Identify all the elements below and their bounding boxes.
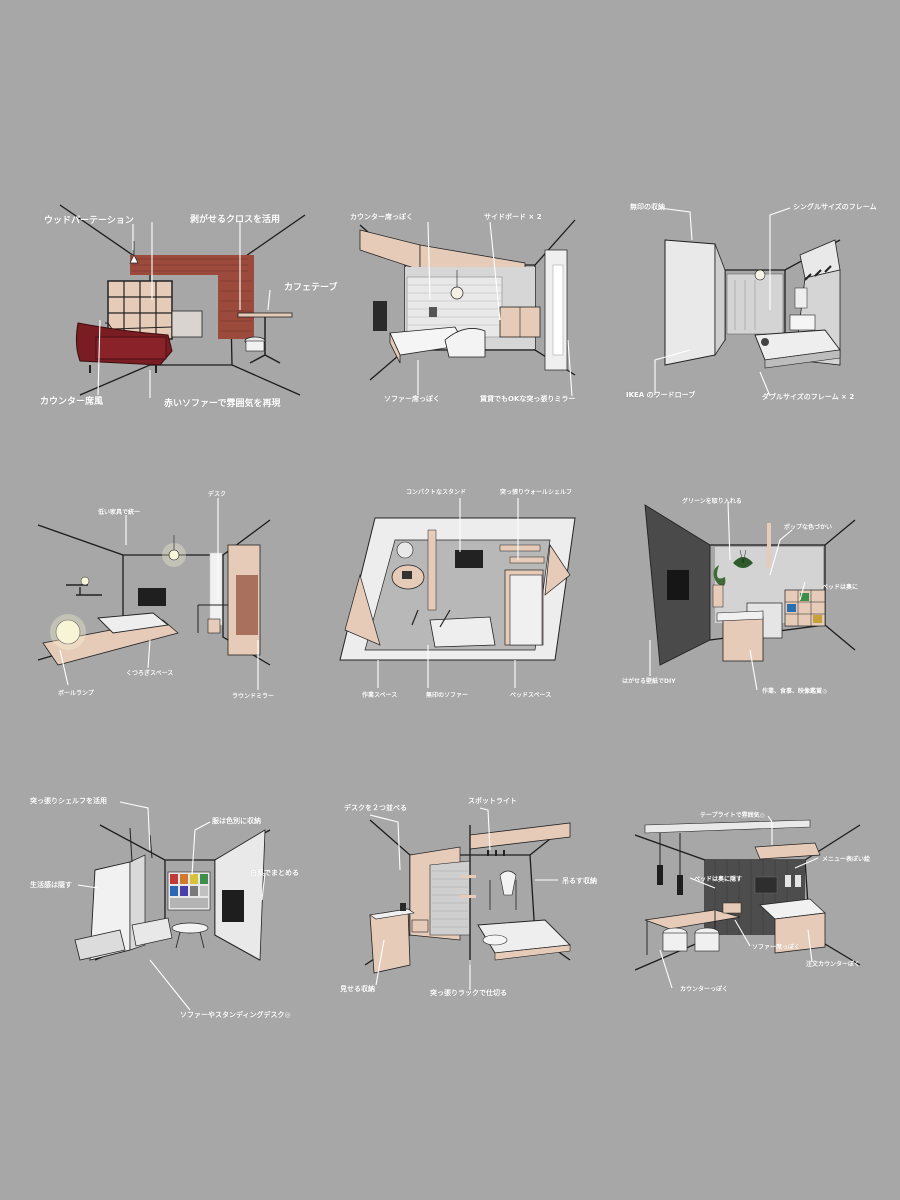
annotation-removable-wallpaper: 剥がせるクロスを活用: [190, 215, 281, 225]
annotation-tension-mirror: 賃貸でもOKな突っ張りミラー: [480, 395, 576, 403]
annotation-counter-seat: カウンター席風: [40, 397, 104, 407]
annotation-relax-space: くつろぎスペース: [126, 670, 174, 677]
annotation-low-furniture: 低い家具で統一: [98, 509, 141, 516]
annotation-rack-divider: 突っ張りラックで仕切る: [430, 989, 507, 997]
annotation-order-counter: 注文カウンターぽく: [806, 961, 861, 968]
annotation-tape-light: テープライトで雰囲気◎: [700, 812, 765, 819]
annotation-muji-storage: 無印の収納: [630, 203, 665, 211]
annotation-desk: デスク: [208, 491, 227, 498]
annotation-muji-sofa: 無印のソファー: [426, 692, 469, 699]
annotation-white-theme: 白系でまとめる: [250, 869, 299, 877]
annotation-menu-art: メニュー表ぽい絵: [822, 856, 871, 863]
annotation-wood-partition: ウッドパーテーション: [44, 216, 134, 226]
room-illustration-two-desks: [364, 819, 571, 974]
annotation-cafe-table: カフェテーブ: [284, 283, 338, 293]
annotation-display-storage: 見せる収納: [340, 985, 375, 993]
room-illustration-counter-sofa: [359, 219, 576, 381]
annotation-use-tension-shelf: 突っ張りシェルフを活用: [30, 797, 107, 805]
annotation-spotlight: スポットライト: [468, 797, 517, 805]
annotation-work-eat-watch: 作業、食事、映像鑑賞◎: [762, 688, 828, 695]
room-illustration-top-down: [339, 517, 576, 661]
annotation-sofa-seat-2: ソファー席っぽく: [752, 944, 801, 951]
annotation-bed-in-back: ベッドは奥に: [822, 584, 859, 591]
room-illustration-cafe: [59, 204, 306, 396]
room-illustration-beds: [664, 239, 841, 369]
annotation-counter-like: カウンター席っぽく: [350, 213, 413, 221]
annotation-round-mirror: ラウンドミラー: [232, 693, 275, 700]
annotation-sideboard: サイドボード × 2: [484, 213, 542, 221]
annotation-double-frame: ダブルサイズのフレーム × 2: [762, 393, 855, 401]
room-illustration-green-pop: [644, 504, 856, 666]
annotation-sofa-seat: ソファー席っぽく: [384, 395, 440, 403]
annotation-bed-space: ベッドスペース: [510, 692, 552, 699]
annotation-counter-like-2: カウンターっぽく: [680, 986, 729, 993]
annotation-hanging-storage: 吊るす収納: [562, 877, 597, 885]
annotation-tension-wall-shelf: 突っ張りウォールシェルフ: [500, 489, 573, 496]
annotation-pop-colors: ポップな色づかい: [784, 524, 833, 531]
room-illustration-cafe-counter: [634, 819, 861, 971]
annotation-two-desks: デスクを２つ並べる: [344, 804, 407, 812]
annotation-work-space: 作業スペース: [362, 692, 398, 699]
annotation-removable-wallpaper-diy: はがせる壁紙でDIY: [622, 678, 676, 685]
room-illustration-tension-shelf: [74, 824, 271, 961]
annotation-include-green: グリーンを取り入れる: [682, 498, 742, 505]
annotation-clothes-by-color: 服は色別に収納: [212, 817, 261, 825]
annotation-hide-bed: ベッドは奥に隠す: [694, 876, 743, 883]
annotation-ball-lamp: ボールランプ: [58, 690, 94, 697]
annotation-red-sofa: 赤いソファーで雰囲気を再現: [164, 399, 281, 409]
annotation-sofa-standing-desk: ソファーやスタンディングデスク◎: [180, 1011, 291, 1019]
annotation-ikea-wardrobe: IKEA のワードローブ: [626, 391, 696, 399]
annotation-compact-stand: コンパクトなスタンド: [406, 489, 467, 496]
annotation-single-frame: シングルサイズのフレーム: [793, 203, 877, 211]
room-illustration-low-furniture: [37, 519, 271, 666]
annotation-hide-clutter: 生活感は隠す: [30, 881, 72, 889]
